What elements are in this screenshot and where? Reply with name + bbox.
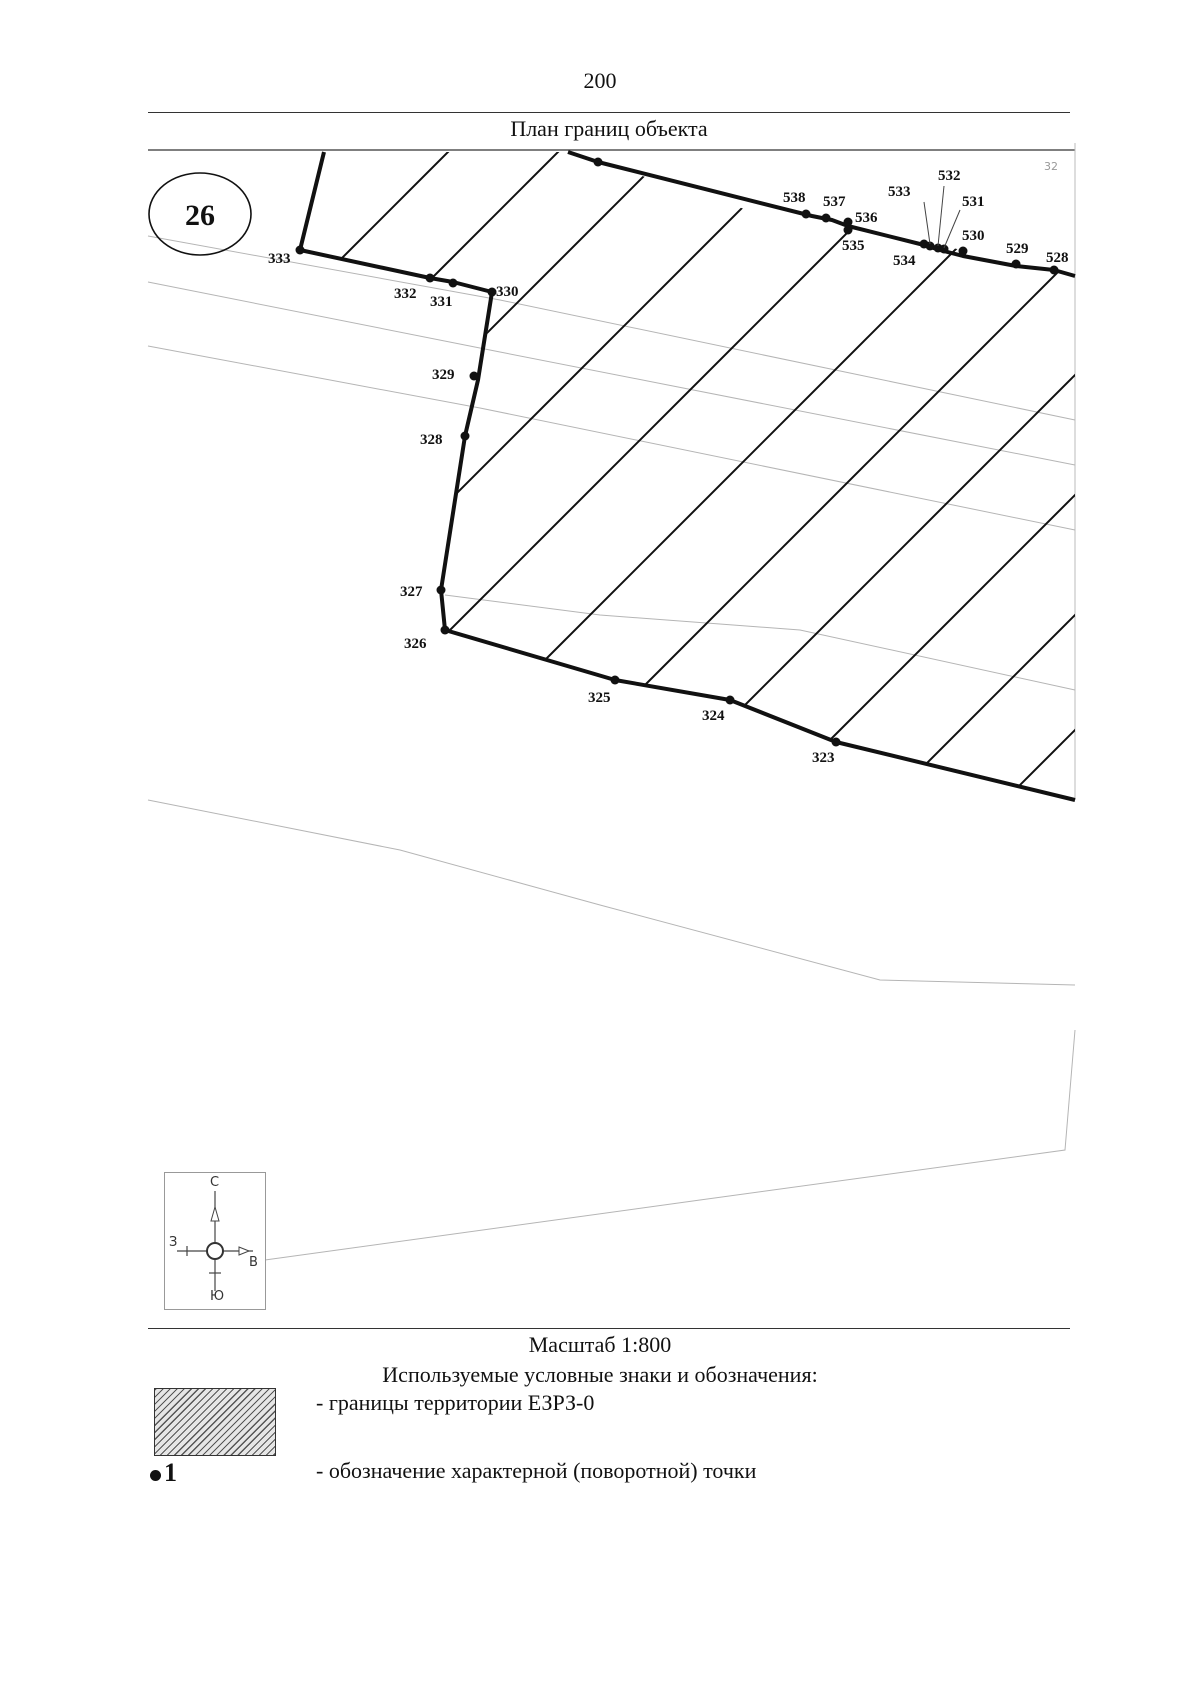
legend-title: Используемые условные знаки и обозначени… [382, 1362, 818, 1387]
vertex-528 [1049, 265, 1059, 275]
background-line [147, 235, 1076, 421]
hatch-line [919, 599, 1075, 771]
compass-east: В [249, 1255, 258, 1270]
hatch-line [1009, 714, 1075, 796]
sheet-number: 26 [185, 199, 215, 232]
label-531: 531 [962, 194, 985, 210]
vertex-327 [436, 585, 446, 595]
label-323: 323 [812, 750, 835, 766]
vertex-328 [460, 431, 470, 441]
vertex-538 [801, 209, 811, 219]
label-326: 326 [404, 636, 427, 652]
scale-label: Масштаб 1:800 [528, 1332, 672, 1357]
vertex-332 [425, 273, 435, 283]
vertex-331 [448, 278, 458, 288]
label-535: 535 [842, 238, 865, 254]
label-534: 534 [893, 253, 916, 269]
vertex-529 [1011, 259, 1021, 269]
label-327: 327 [400, 584, 423, 600]
background-line [147, 799, 1076, 986]
label-529: 529 [1006, 241, 1029, 257]
label-536: 536 [855, 210, 878, 226]
sheet-number-circle [148, 172, 252, 256]
label-537: 537 [823, 194, 846, 210]
label-533: 533 [888, 184, 911, 200]
vertex-333 [295, 245, 305, 255]
hatch-line [829, 479, 1075, 741]
label-538: 538 [783, 190, 806, 206]
label-331: 331 [430, 294, 453, 310]
label-325: 325 [588, 690, 611, 706]
hatch-line [639, 244, 1075, 691]
vertex-533 [925, 241, 935, 251]
vertex-330 [487, 287, 497, 297]
legend-point-symbol: 1 [150, 1458, 177, 1488]
hatch-line [309, 152, 511, 291]
page-number: 200 [583, 68, 617, 93]
label-328: 328 [420, 432, 443, 448]
hatch-line [404, 152, 606, 306]
background-lines [147, 235, 1076, 1261]
background-line [147, 281, 1076, 466]
hatch-line [429, 152, 801, 521]
vertex-324 [725, 695, 735, 705]
background-line [444, 594, 1076, 691]
vertex-531 [939, 244, 949, 254]
vertex-top [593, 157, 603, 167]
compass-west: З [169, 1235, 178, 1250]
bottom-rule [148, 1328, 1070, 1329]
label-333: 333 [268, 251, 291, 267]
vertex-537 [821, 213, 831, 223]
label-332: 332 [394, 286, 417, 302]
point-dot-icon [150, 1469, 161, 1481]
hatch-line [739, 359, 1075, 711]
background-line [147, 345, 1076, 531]
plan-title: План границ объекта [510, 116, 708, 141]
hatch-line [439, 179, 901, 641]
legend-point-number: 1 [164, 1458, 177, 1487]
legend-point-text: - обозначение характерной (поворотной) т… [316, 1458, 757, 1483]
label-329: 329 [432, 367, 455, 383]
compass-north: С [210, 1175, 220, 1190]
label-324: 324 [702, 708, 725, 724]
hatch-line [544, 204, 1001, 661]
compass-south: Ю [210, 1289, 225, 1304]
vertex-530 [958, 246, 968, 256]
vertex-325 [610, 675, 620, 685]
background-line [264, 1029, 1076, 1261]
label-330: 330 [496, 284, 519, 300]
legend-boundary-text: - границы территории ЕЗРЗ-0 [316, 1390, 595, 1415]
leader-531 [943, 209, 961, 249]
label-leaders [923, 185, 961, 249]
compass-rose: С Ю З В [164, 1172, 266, 1310]
vertex-536 [843, 217, 853, 227]
vertex-markers [295, 157, 1059, 747]
leader-533 [923, 201, 931, 245]
top-rule [148, 112, 1070, 113]
vertex-329 [469, 371, 479, 381]
vertex-535 [843, 225, 853, 235]
label-edge-fragment: 32 [1044, 160, 1058, 173]
legend-hatch-swatch [154, 1388, 276, 1456]
compass-icon [177, 1191, 253, 1291]
label-532: 532 [938, 168, 961, 184]
hatch-line [419, 152, 701, 401]
label-530: 530 [962, 228, 985, 244]
label-528: 528 [1046, 250, 1069, 266]
vertex-326 [440, 625, 450, 635]
vertex-323 [831, 737, 841, 747]
leader-532 [937, 185, 945, 247]
boundary-west-south [298, 151, 1076, 802]
